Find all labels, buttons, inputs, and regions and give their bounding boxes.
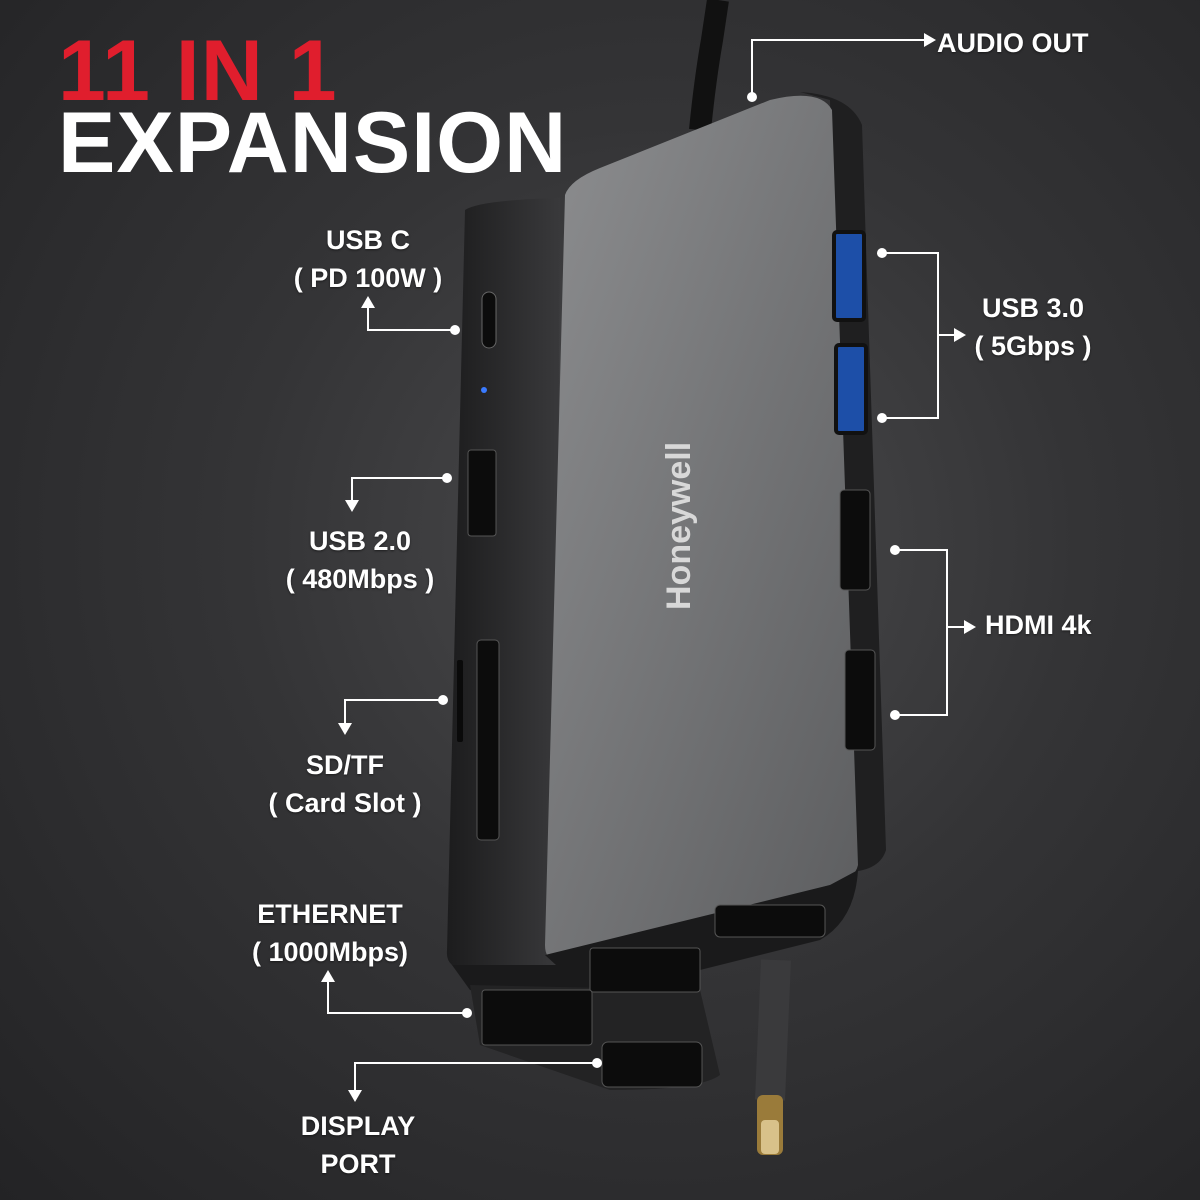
callout-sublabel: ( 5Gbps ) [974, 331, 1092, 361]
arrow-icon [954, 328, 966, 342]
callout-ethernet: ETHERNET ( 1000Mbps) [220, 895, 440, 971]
arrow-icon [321, 970, 335, 982]
arrow-icon [964, 620, 976, 634]
callout-sublabel: ( 480Mbps ) [285, 564, 435, 594]
tf-slot [476, 639, 500, 841]
callout-label: SD/TF [306, 750, 384, 780]
led-indicator [481, 387, 487, 393]
callout-sd-tf: SD/TF ( Card Slot ) [235, 746, 455, 822]
arrow-icon [345, 500, 359, 512]
hdmi-bracket [895, 549, 968, 716]
callout-lines [327, 39, 968, 1095]
callout-label: USB 2.0 [308, 526, 412, 556]
cable-top [689, 0, 729, 132]
arrow-icon [361, 296, 375, 308]
sd-tf-line [344, 699, 443, 728]
hub-bottom [452, 870, 858, 1000]
hub-left-body [446, 198, 560, 965]
callout-label: AUDIO OUT [937, 28, 1089, 58]
headline-title: EXPANSION [58, 95, 568, 191]
ethernet-port-1 [589, 947, 701, 993]
display-port-line [354, 1062, 597, 1095]
audio-out-line [751, 39, 928, 95]
callout-label: HDMI 4k [985, 610, 1092, 640]
callout-sublabel: PORT [320, 1149, 396, 1179]
hub-top-panel [545, 95, 858, 961]
callout-sublabel: ( PD 100W ) [293, 263, 443, 293]
hdmi-port-2 [844, 649, 876, 751]
callout-usb-c: USB C ( PD 100W ) [268, 221, 468, 297]
arrow-icon [348, 1090, 362, 1102]
callout-display-port: DISPLAY PORT [258, 1107, 458, 1183]
ethernet-line [327, 978, 467, 1014]
usb-c-line [367, 302, 455, 331]
headline-count: 11 IN 1 [58, 23, 338, 119]
callout-label: ETHERNET [257, 899, 403, 929]
arrow-icon [924, 33, 936, 47]
honeywell-logo: Honeywell [660, 442, 698, 610]
ethernet-port-2 [481, 989, 593, 1046]
callout-usb3: USB 3.0 ( 5Gbps ) [933, 289, 1133, 365]
display-port [601, 1041, 703, 1088]
callout-label: USB 3.0 [981, 293, 1085, 323]
usb3-port-2 [834, 343, 868, 435]
callout-usb2: USB 2.0 ( 480Mbps ) [250, 522, 470, 598]
sd-slot [457, 660, 463, 742]
callout-label: DISPLAY [300, 1111, 416, 1141]
hdmi-port-1 [839, 489, 871, 591]
hdmi-port-3 [714, 904, 826, 938]
callout-sublabel: ( Card Slot ) [268, 788, 422, 818]
usb2-line [351, 477, 447, 505]
usb-c-port [481, 291, 497, 349]
callout-markers [321, 33, 976, 1102]
usb2-port [467, 449, 497, 537]
usb3-port-1 [832, 230, 866, 322]
callout-label: USB C [325, 225, 410, 255]
arrow-icon [338, 723, 352, 735]
callout-hdmi: HDMI 4k [985, 606, 1092, 644]
callout-sublabel: ( 1000Mbps) [251, 937, 409, 967]
cable-bottom [755, 959, 791, 1101]
callout-audio-out: AUDIO OUT [937, 24, 1089, 62]
